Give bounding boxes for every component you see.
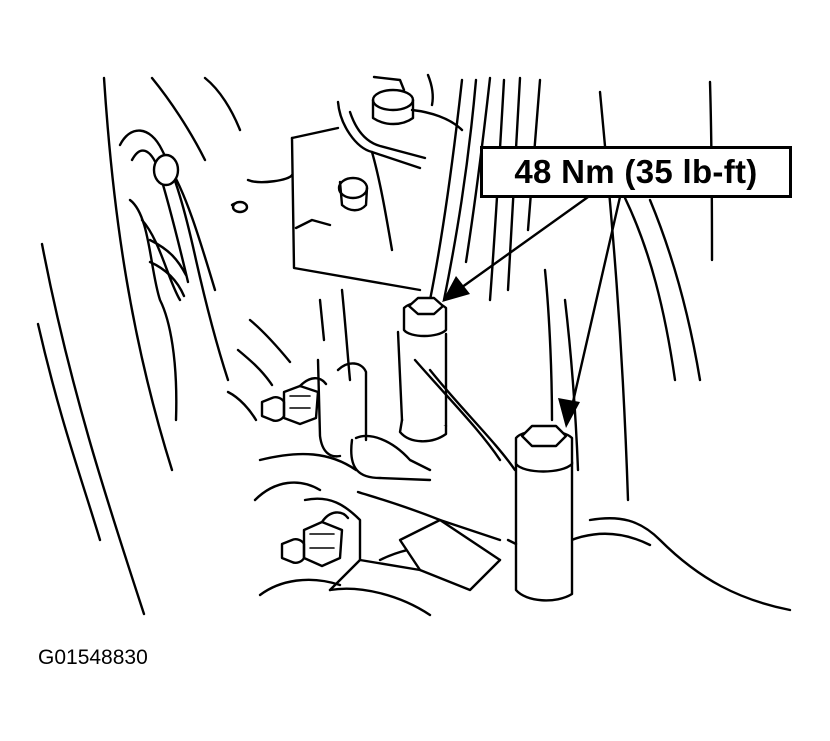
callout-leader-arrows xyxy=(442,195,622,428)
bracket-plate xyxy=(230,100,427,292)
hose-assembly xyxy=(118,129,230,422)
right-body-outline xyxy=(543,80,792,612)
left-body-outline xyxy=(36,76,242,616)
torque-callout-box: 48 Nm (35 lb-ft) xyxy=(480,146,792,198)
connector-plug-upper xyxy=(260,377,328,426)
connector-plug-lower xyxy=(280,511,350,568)
bolt-lower xyxy=(506,424,574,602)
figure-id-label: G01548830 xyxy=(38,646,148,669)
bolt-upper xyxy=(396,296,517,472)
lower-mechanism xyxy=(226,288,502,617)
top-cylinder xyxy=(371,73,464,132)
torque-specification-label: 48 Nm (35 lb-ft) xyxy=(514,153,758,190)
